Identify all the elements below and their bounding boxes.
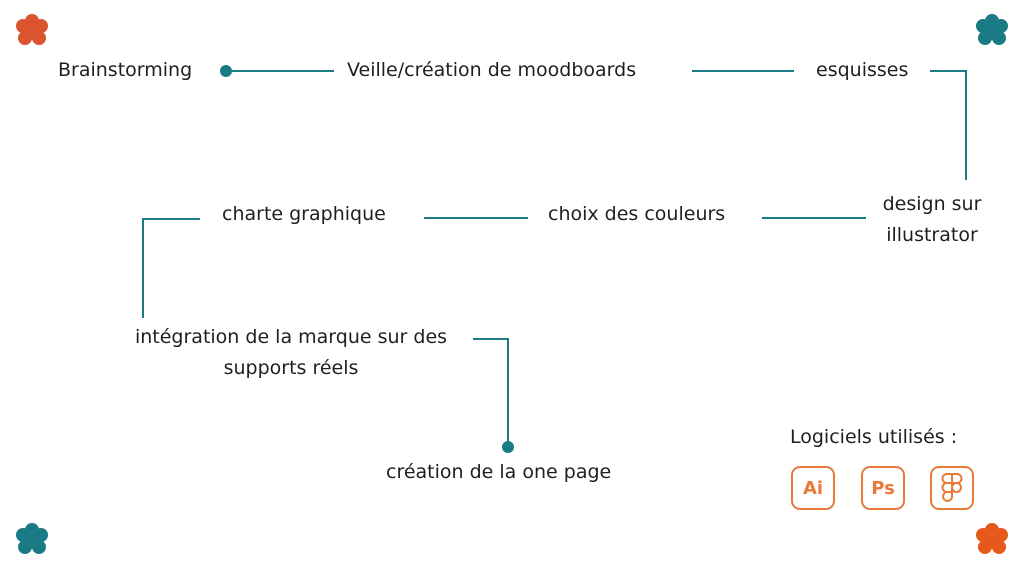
step-integration-marque: intégration de la marque sur des support…: [134, 326, 448, 379]
step-choix-couleurs: choix des couleurs: [548, 203, 726, 225]
flower-icon: [976, 14, 1008, 45]
step-veille-moodboards: Veille/création de moodboards: [347, 59, 637, 81]
photoshop-icon: Ps: [861, 466, 905, 510]
illustrator-icon: Ai: [791, 466, 835, 510]
connector-integration-onepage: [473, 338, 509, 444]
software-title: Logiciels utilisés :: [790, 426, 958, 448]
flower-icon: [16, 523, 48, 554]
step-creation-one-page: création de la one page: [386, 461, 612, 483]
connector-charte-integration: [142, 218, 200, 318]
figma-icon: [930, 466, 974, 510]
flower-icon: [16, 14, 48, 45]
end-dot: [502, 441, 514, 453]
photoshop-label: Ps: [871, 477, 895, 499]
step-design-illustrator: design sur illustrator: [882, 193, 982, 246]
step-brainstorming: Brainstorming: [58, 59, 193, 81]
step-esquisses: esquisses: [816, 59, 909, 81]
connector-esquisses-design: [930, 70, 967, 180]
step-charte-graphique: charte graphique: [222, 203, 386, 225]
illustrator-label: Ai: [802, 477, 824, 499]
figma-logo-shape: [941, 473, 963, 502]
start-dot: [220, 65, 232, 77]
flower-icon: [976, 523, 1008, 554]
